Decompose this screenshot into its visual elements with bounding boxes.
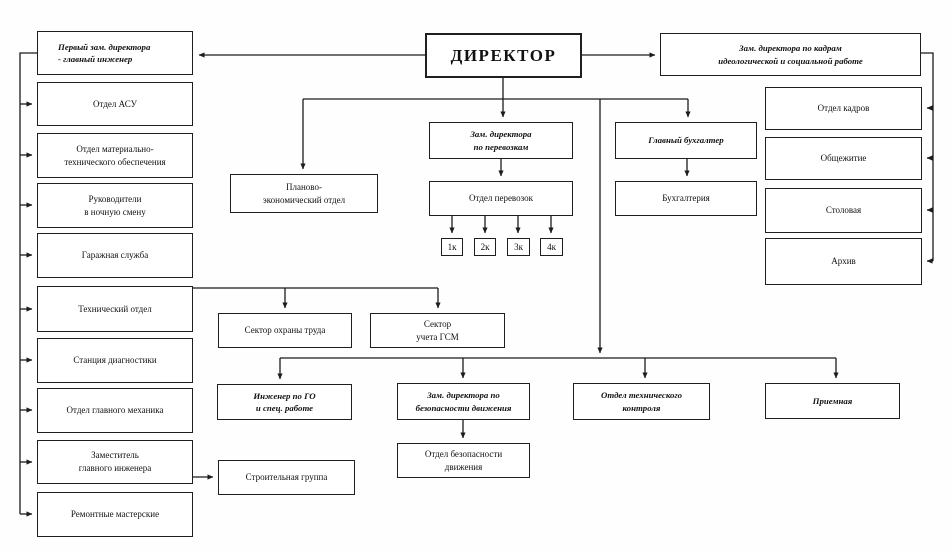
node-label: Отдел кадров — [817, 103, 870, 114]
node-column-3k: 3к — [507, 238, 530, 256]
node-technical-department: Технический отдел — [37, 286, 193, 332]
node-transport-department: Отдел перевозок — [429, 181, 573, 216]
node-label: Зам. директора по кадрам идеологической … — [718, 43, 863, 66]
node-diagnostics-station: Станция диагностики — [37, 338, 193, 383]
node-hr-department: Отдел кадров — [765, 87, 922, 130]
node-label: Планово- экономический отдел — [262, 181, 346, 205]
node-label: Зам. директора по безопасности движения — [415, 390, 512, 413]
node-column-2k: 2к — [474, 238, 496, 256]
node-label: 2к — [480, 241, 490, 252]
node-label: Общежитие — [820, 153, 867, 164]
node-label: Сектор учета ГСМ — [416, 318, 459, 342]
arrow-lines — [20, 52, 933, 517]
node-repair-workshops: Ремонтные мастерские — [37, 492, 193, 537]
node-archive: Архив — [765, 238, 922, 285]
node-night-shift-managers: Руководители в ночную смену — [37, 183, 193, 228]
node-label: Первый зам. директора - главный инженер — [58, 41, 151, 64]
node-label: Руководители в ночную смену — [84, 193, 146, 217]
node-label: Столовая — [825, 205, 862, 216]
node-label: Сектор охраны труда — [244, 325, 326, 336]
node-civil-defense-engineer: Инженер по ГО и спец. работе — [217, 384, 352, 420]
node-label: Станция диагностики — [73, 355, 157, 366]
node-label: ДИРЕКТОР — [450, 45, 557, 65]
node-label: Отдел безопасности движения — [424, 448, 503, 472]
node-label: 1к — [447, 241, 457, 252]
node-label: Архив — [831, 256, 856, 267]
node-hr-deputy-director: Зам. директора по кадрам идеологической … — [660, 33, 921, 76]
node-label: Отдел АСУ — [93, 98, 137, 109]
node-label: Инженер по ГО и спец. работе — [253, 390, 316, 413]
node-deputy-chief-engineer: Заместитель главного инженера — [37, 440, 193, 484]
node-reception: Приемная — [765, 383, 900, 419]
node-deputy-director-traffic-safety: Зам. директора по безопасности движения — [397, 383, 530, 420]
node-fuel-accounting-sector: Сектор учета ГСМ — [370, 313, 505, 348]
node-column-4k: 4к — [540, 238, 563, 256]
node-garage-service: Гаражная служба — [37, 233, 193, 278]
node-dormitory: Общежитие — [765, 137, 922, 180]
node-construction-group: Строительная группа — [218, 460, 355, 495]
node-label: Технический отдел — [78, 303, 152, 314]
node-canteen: Столовая — [765, 188, 922, 233]
node-labor-safety-sector: Сектор охраны труда — [218, 313, 352, 348]
node-label: Главный бухгалтер — [648, 135, 724, 146]
node-label: Бухгалтерия — [662, 193, 710, 204]
node-planning-economic-department: Планово- экономический отдел — [230, 174, 378, 213]
node-label: Гаражная служба — [81, 250, 149, 261]
node-label: Строительная группа — [245, 472, 328, 483]
node-column-1k: 1к — [441, 238, 463, 256]
node-accounting-department: Бухгалтерия — [615, 181, 757, 216]
node-label: Отдел главного механика — [66, 405, 164, 416]
node-label: Зам. директора по перевозкам — [470, 129, 532, 152]
node-material-technical-supply: Отдел материально- технического обеспече… — [37, 133, 193, 178]
node-asu-department: Отдел АСУ — [37, 82, 193, 126]
node-label: Ремонтные мастерские — [70, 509, 160, 520]
node-label: 4к — [547, 241, 556, 252]
spine-lines — [19, 52, 934, 514]
node-director: ДИРЕКТОР — [425, 33, 582, 78]
node-label: 3к — [514, 241, 523, 252]
node-label: Отдел технического контроля — [600, 390, 682, 413]
node-label: Приемная — [812, 395, 853, 406]
node-technical-control-department: Отдел технического контроля — [573, 383, 710, 420]
node-deputy-director-transport: Зам. директора по перевозкам — [429, 122, 573, 159]
node-chief-mechanic-department: Отдел главного механика — [37, 388, 193, 433]
node-chief-accountant: Главный бухгалтер — [615, 122, 757, 159]
node-label: Отдел перевозок — [469, 193, 533, 204]
node-traffic-safety-department: Отдел безопасности движения — [397, 443, 530, 478]
node-label: Заместитель главного инженера — [78, 450, 152, 473]
node-label: Отдел материально- технического обеспече… — [64, 143, 166, 167]
node-first-deputy-chief-engineer: Первый зам. директора - главный инженер — [37, 31, 193, 75]
